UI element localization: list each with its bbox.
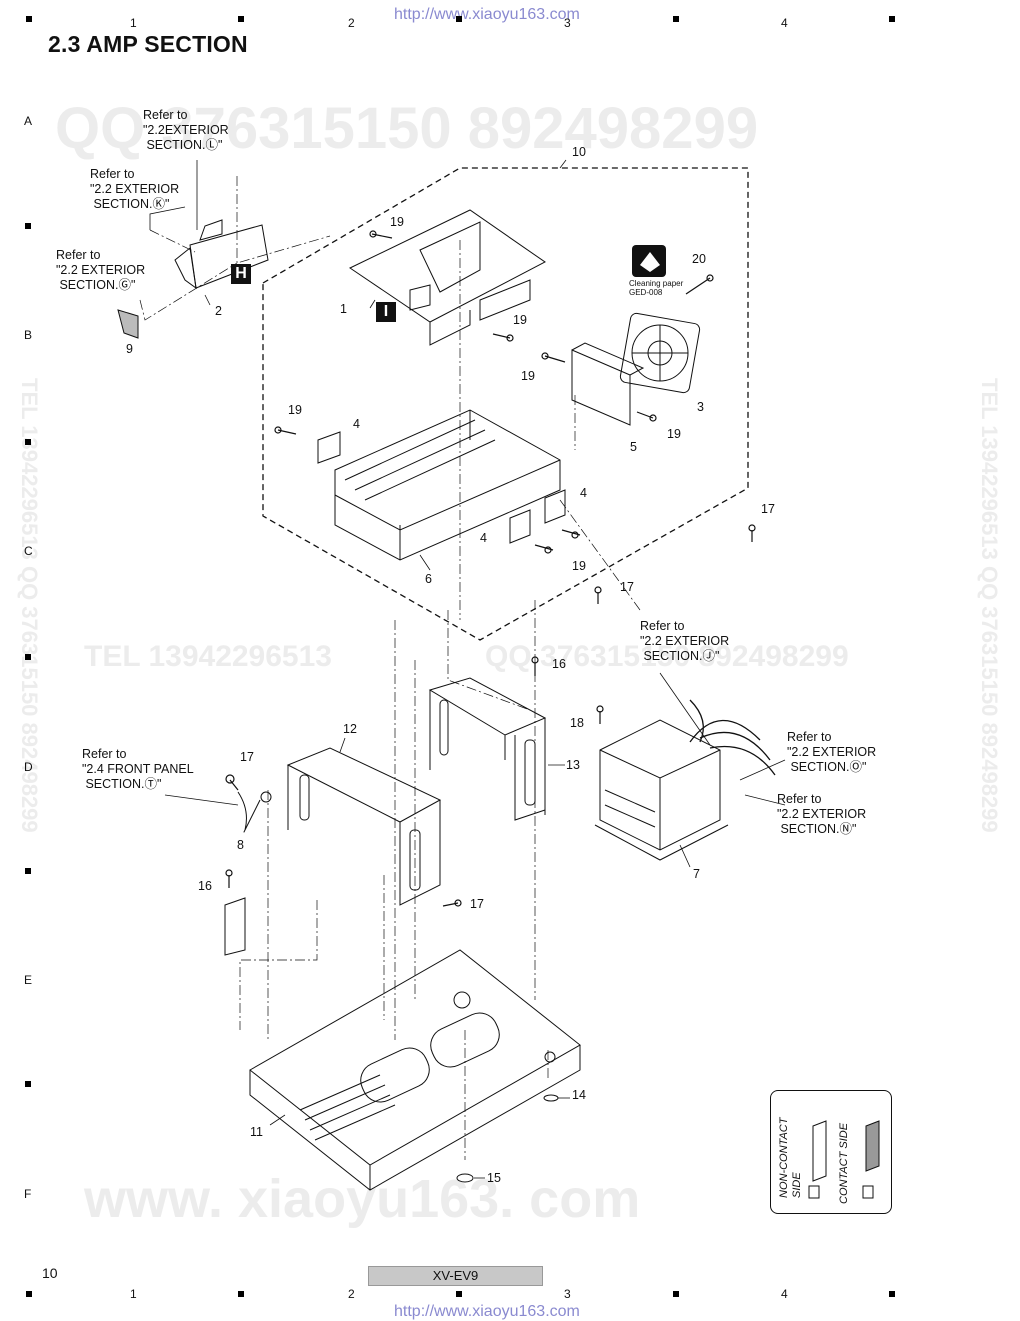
part-number: 4	[480, 531, 487, 545]
part-number: 16	[198, 879, 212, 893]
registration-mark	[25, 439, 31, 445]
part-number: 19	[390, 215, 404, 229]
model-name: XV-EV9	[368, 1266, 543, 1286]
registration-mark	[238, 1291, 244, 1297]
contact-side-legend	[770, 1090, 892, 1214]
part-number: 7	[693, 867, 700, 881]
row-label: E	[24, 973, 33, 987]
watermark-site: www. xiaoyu163. com	[84, 1169, 641, 1229]
callout-refer-exterior-o: Refer to "2.2 EXTERIOR SECTION.Ⓞ"	[787, 730, 877, 774]
part-number: 1	[340, 302, 347, 316]
page-number: 10	[42, 1265, 58, 1281]
registration-mark	[238, 16, 244, 22]
footer-url[interactable]: http://www.xiaoyu163.com	[394, 1303, 580, 1320]
watermark-tel: TEL 13942296513	[84, 640, 332, 673]
registration-mark	[25, 1081, 31, 1087]
part-number: 10	[572, 145, 586, 159]
part-number: 11	[250, 1125, 263, 1139]
part-number: 16	[552, 657, 566, 671]
callout-refer-exterior-k: Refer to "2.2 EXTERIOR SECTION.Ⓚ"	[90, 167, 180, 211]
part-number: 18	[570, 716, 584, 730]
legend-contact-side: CONTACT SIDE	[838, 1122, 850, 1204]
part-number: 19	[521, 369, 535, 383]
registration-mark	[25, 868, 31, 874]
registration-mark	[673, 1291, 679, 1297]
column-number: 3	[564, 16, 571, 30]
registration-mark	[673, 16, 679, 22]
registration-mark	[889, 16, 895, 22]
part-number: 20	[692, 252, 706, 266]
row-label: D	[24, 760, 33, 774]
part-number: 9	[126, 342, 133, 356]
part-number: 4	[580, 486, 587, 500]
part-number: 17	[240, 750, 254, 764]
registration-mark	[25, 223, 31, 229]
part-number: 15	[487, 1171, 501, 1185]
part-number: 17	[620, 580, 634, 594]
part-number: 2	[215, 304, 222, 318]
row-label: F	[24, 1187, 32, 1201]
callout-refer-exterior-g: Refer to "2.2 EXTERIOR SECTION.Ⓖ"	[56, 248, 146, 292]
callout-refer-exterior-l: Refer to "2.2EXTERIOR SECTION.Ⓛ"	[143, 108, 229, 152]
row-label: A	[24, 114, 33, 128]
part-number: 12	[343, 722, 357, 736]
header-url[interactable]: http://www.xiaoyu163.com	[394, 6, 580, 23]
registration-mark	[456, 1291, 462, 1297]
registration-mark	[25, 654, 31, 660]
part-number: 17	[470, 897, 484, 911]
registration-mark	[26, 1291, 32, 1297]
part-number: 19	[288, 403, 302, 417]
part-number: 19	[572, 559, 586, 573]
column-number: 4	[781, 1287, 788, 1301]
column-number: 3	[564, 1287, 571, 1301]
assembly-boundary-10	[262, 167, 749, 641]
column-number: 1	[130, 1287, 137, 1301]
callout-refer-front-panel-t: Refer to "2.4 FRONT PANEL SECTION.Ⓣ"	[82, 747, 194, 791]
row-label: C	[24, 544, 33, 558]
page-title: 2.3 AMP SECTION	[48, 31, 248, 57]
part-number: 13	[566, 758, 580, 772]
legend-illustration	[808, 1120, 880, 1199]
callout-refer-exterior-n: Refer to "2.2 EXTERIOR SECTION.Ⓝ"	[777, 792, 867, 836]
part-number: 14	[572, 1088, 586, 1102]
registration-mark	[889, 1291, 895, 1297]
part-number: 6	[425, 572, 432, 586]
location-label-i: I	[376, 302, 396, 322]
cleaning-paper-note: Cleaning paper GED-008	[629, 279, 684, 297]
row-label: B	[24, 328, 33, 342]
part-number: 3	[697, 400, 704, 414]
watermark-qq: QQ 376315150 892498299	[55, 96, 759, 161]
column-number: 2	[348, 1287, 355, 1301]
part-number: 19	[513, 313, 527, 327]
part-number: 19	[667, 427, 681, 441]
part-number: 5	[630, 440, 637, 454]
callout-refer-exterior-j: Refer to "2.2 EXTERIOR SECTION.Ⓙ"	[640, 619, 730, 663]
registration-mark	[456, 16, 462, 22]
column-number: 1	[130, 16, 137, 30]
registration-mark	[26, 16, 32, 22]
part-number: 8	[237, 838, 244, 852]
part-number: 17	[761, 502, 775, 516]
legend-non-contact-side: NON-CONTACT SIDE	[778, 1117, 803, 1198]
watermark-qq2: QQ 376315150 892498299	[485, 640, 849, 673]
part-number: 4	[353, 417, 360, 431]
column-number: 2	[348, 16, 355, 30]
location-label-h: H	[231, 264, 251, 284]
column-number: 4	[781, 16, 788, 30]
